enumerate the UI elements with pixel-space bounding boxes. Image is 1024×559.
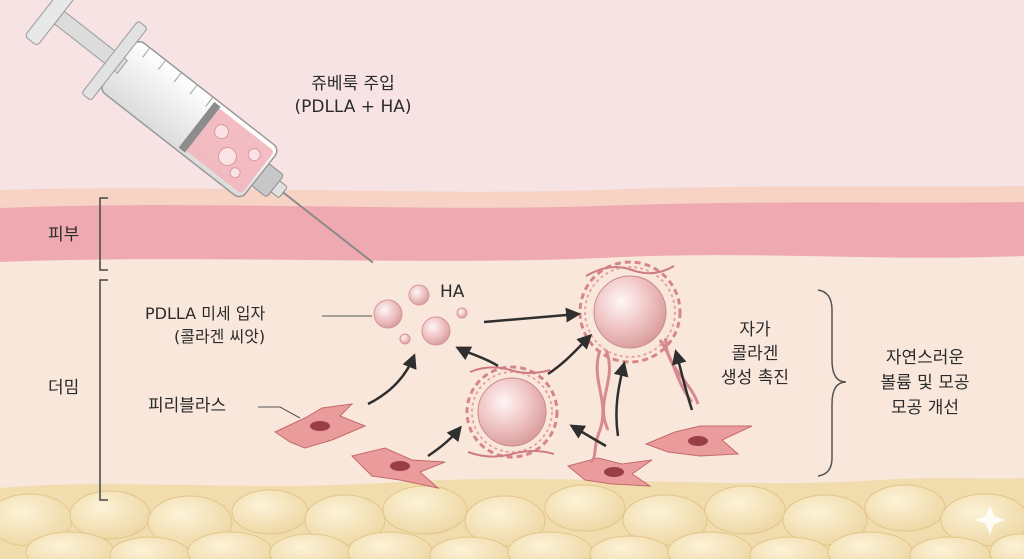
- dermis-label: 더밈: [48, 378, 80, 398]
- skin-bracket: [99, 197, 108, 271]
- fat-cells: [0, 484, 1024, 559]
- result-label-line2: 볼륨 및 모공: [880, 373, 970, 393]
- fibroblasts: [273, 403, 753, 489]
- pdlla-label-line2: (콜라겐 씨앗): [174, 327, 266, 346]
- title-line1: 쥬베룩 주입: [311, 74, 395, 94]
- result-label-line3: 모공 개선: [891, 398, 959, 418]
- collagen-label-line3: 생성 촉진: [721, 368, 789, 388]
- process-arrows: [367, 307, 694, 458]
- collagen-particle-large: [578, 260, 682, 364]
- collagen-label-line2: 콜라겐: [731, 344, 779, 364]
- result-brace: [817, 289, 847, 477]
- title-line2: (PDLLA + HA): [294, 97, 412, 117]
- dermis-bracket: [99, 279, 108, 501]
- skin-label: 피부: [48, 225, 80, 245]
- collagen-label-line1: 자가: [739, 320, 771, 340]
- ha-label: HA: [440, 282, 465, 302]
- pdlla-particles: [373, 284, 468, 346]
- fibroblast-leader-line: [258, 406, 301, 419]
- collagen-particle-small: [465, 365, 559, 459]
- sparkle-icon: [975, 505, 1005, 535]
- syringe: [25, 0, 374, 264]
- skin-layer: [0, 202, 1024, 268]
- result-label-line1: 자연스러운: [885, 348, 965, 368]
- fibroblast-label: 피리블라스: [148, 396, 227, 416]
- pdlla-label-line1: PDLLA 미세 입자: [145, 304, 266, 323]
